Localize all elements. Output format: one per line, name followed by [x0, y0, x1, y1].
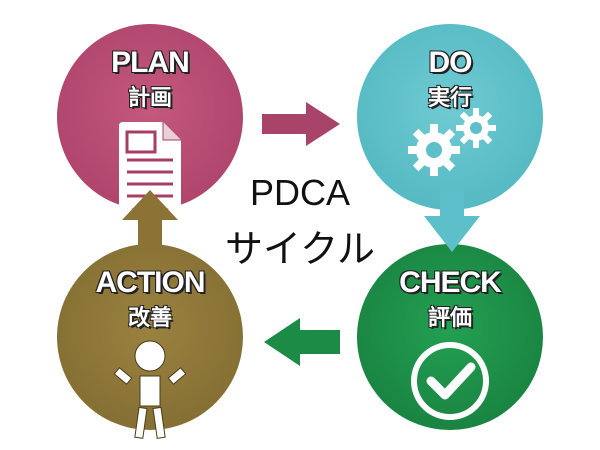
do-circle: DO 実行: [357, 24, 543, 210]
check-circle: CHECK 評価: [357, 244, 543, 430]
plan-circle: PLAN 計画: [57, 24, 243, 210]
arrow-plan-to-do: [262, 102, 340, 146]
diagram-subtitle: サイクル: [224, 227, 376, 271]
checkmark-icon: [411, 342, 489, 420]
plan-label-jp: 計画: [127, 86, 172, 111]
do-label: DO: [428, 46, 473, 79]
arrow-do-to-check: [424, 188, 480, 252]
check-label-jp: 評価: [427, 306, 472, 331]
plan-label: PLAN: [111, 46, 190, 79]
action-circle: ACTION 改善: [57, 244, 243, 439]
arrow-action-to-plan: [122, 190, 178, 248]
document-icon: [119, 122, 181, 208]
arrow-check-to-action: [264, 318, 340, 366]
gears-icon: [408, 108, 496, 176]
action-label: ACTION: [95, 266, 206, 299]
person-icon: [113, 340, 187, 439]
check-label: CHECK: [399, 266, 502, 299]
do-label-jp: 実行: [427, 86, 472, 111]
diagram-title: PDCA: [249, 172, 351, 213]
action-label-jp: 改善: [127, 306, 172, 331]
